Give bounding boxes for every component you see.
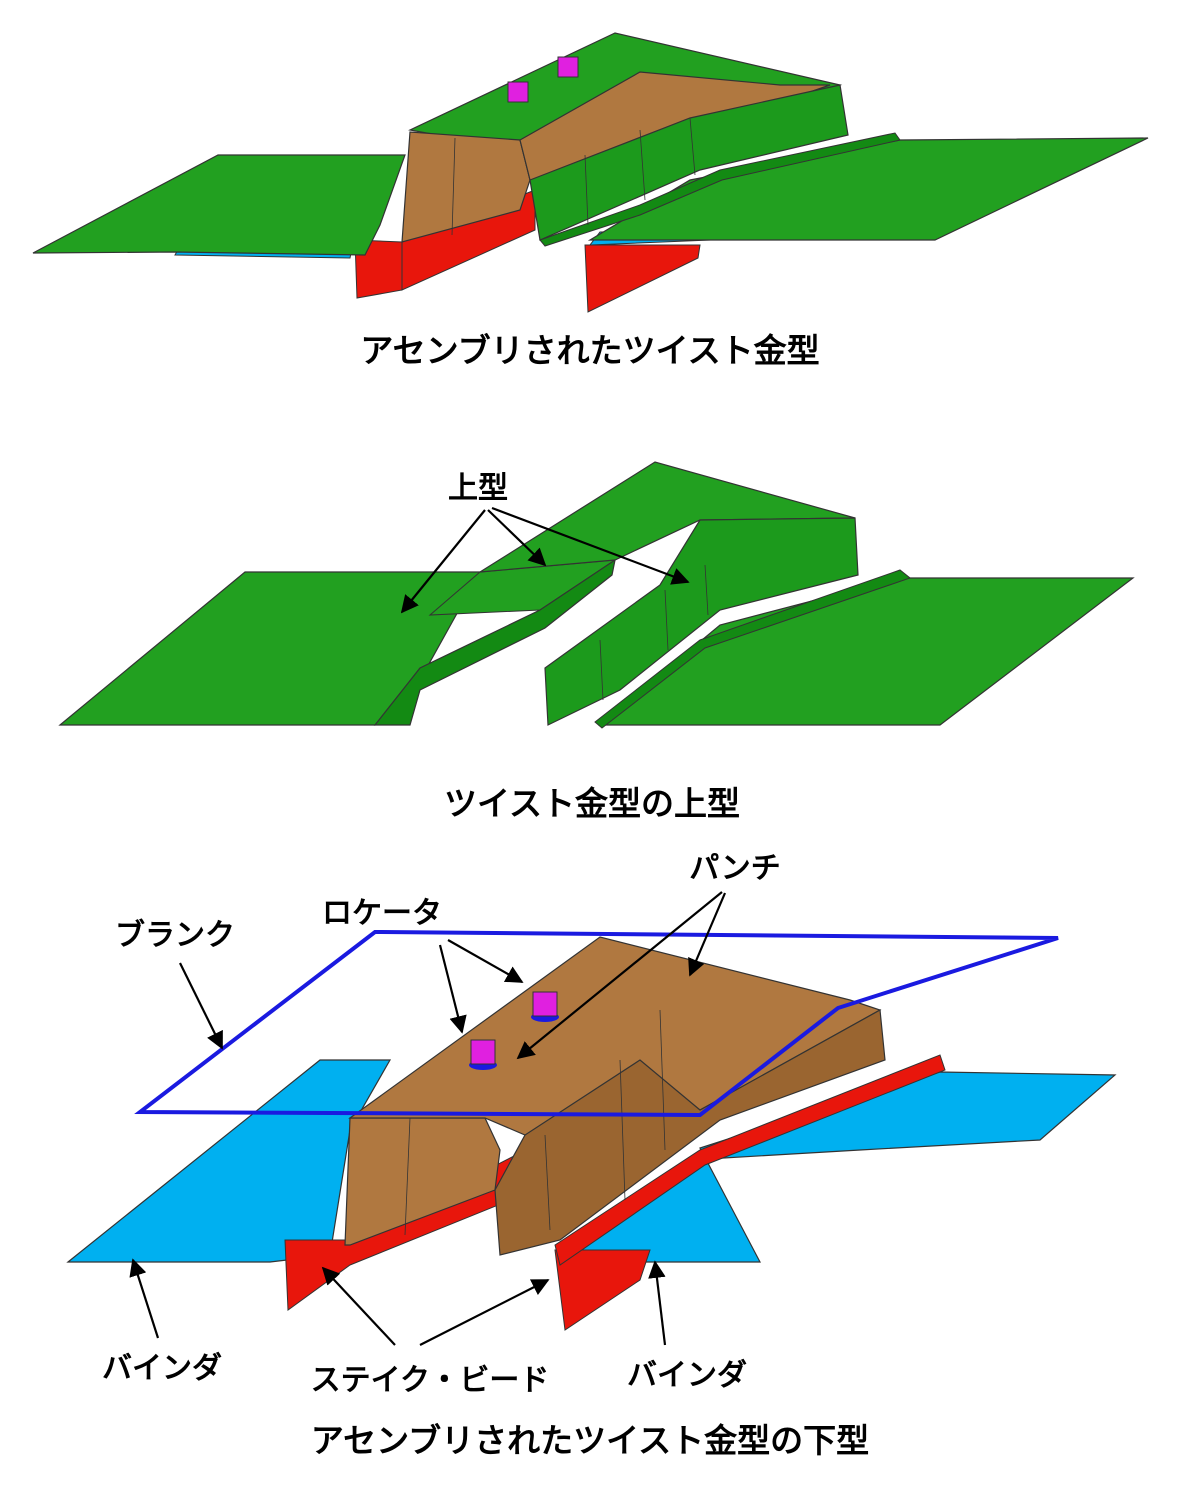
label-binder-right: バインダ	[627, 1358, 747, 1393]
upper-arrow-left	[400, 509, 486, 614]
stake-bead-right	[584, 244, 701, 313]
upper-die-right-flange	[587, 137, 1149, 241]
blank-outline	[134, 929, 1059, 1118]
upper-die-right-wall	[544, 517, 859, 726]
upper-die-left-flange	[32, 154, 406, 256]
binder-left	[66, 1059, 392, 1263]
stake-bead-arrow-right	[419, 1279, 550, 1346]
locator-arrow-2	[447, 939, 524, 983]
label-binder-left: バインダ	[102, 1351, 222, 1386]
label-stake-bead: ステイク・ビード	[311, 1363, 550, 1398]
caption-assembled-die: アセンブリされたツイスト金型	[360, 331, 819, 370]
label-upper-die: 上型	[448, 471, 508, 506]
upper-arrow-mid	[487, 509, 547, 567]
label-locator: ロケータ	[322, 896, 442, 931]
upper-arrow-right	[491, 506, 690, 585]
binder-right-arrow	[648, 1260, 667, 1346]
caption-upper-die: ツイスト金型の上型	[444, 784, 740, 823]
upper-die-illustration	[58, 461, 1135, 729]
punch-right-wall	[494, 1009, 886, 1256]
stake-bead-right	[554, 1249, 651, 1331]
assembled-die-illustration	[32, 32, 1149, 313]
locator-pin	[532, 991, 558, 1017]
binder-left-arrow	[129, 1258, 160, 1339]
label-punch: パンチ	[689, 851, 781, 886]
locator-pin	[507, 81, 529, 103]
locator-pin	[557, 56, 579, 78]
punch-arrow-2	[516, 891, 723, 1060]
label-blank: ブランク	[115, 918, 235, 953]
binder-right	[558, 1071, 1117, 1263]
punch-arrow-1	[688, 892, 727, 977]
blank-arrow	[179, 962, 223, 1050]
locator-pin	[470, 1039, 496, 1065]
stake-bead-arrow-left	[321, 1266, 396, 1346]
caption-lower-die: アセンブリされたツイスト金型の下型	[311, 1421, 869, 1460]
lower-die-illustration	[66, 929, 1117, 1331]
locator-arrow-1	[438, 944, 467, 1034]
upper-die-left-flange	[58, 571, 482, 726]
